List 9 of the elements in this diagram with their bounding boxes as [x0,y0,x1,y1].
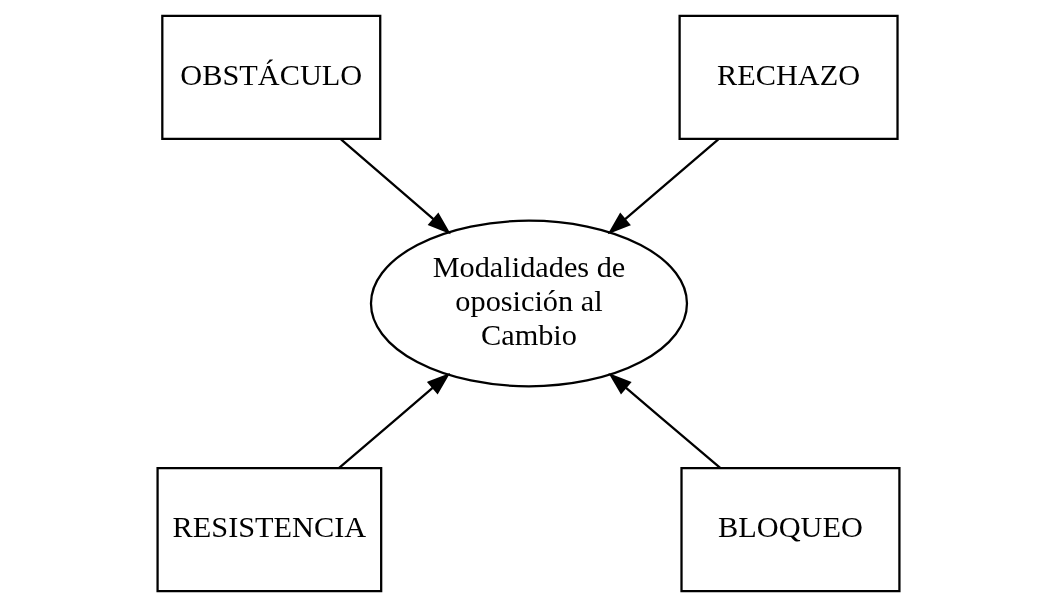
arrow [607,138,719,235]
node-box: OBSTÁCULO [160,14,381,141]
arrow [339,138,451,235]
node-box: BLOQUEO [679,466,901,593]
arrow [337,372,450,469]
node-box: RESISTENCIA [155,466,382,593]
node-ellipse: Modalidades de oposición al Cambio [369,219,688,388]
node-box: RECHAZO [678,14,899,141]
arrow [607,372,721,469]
